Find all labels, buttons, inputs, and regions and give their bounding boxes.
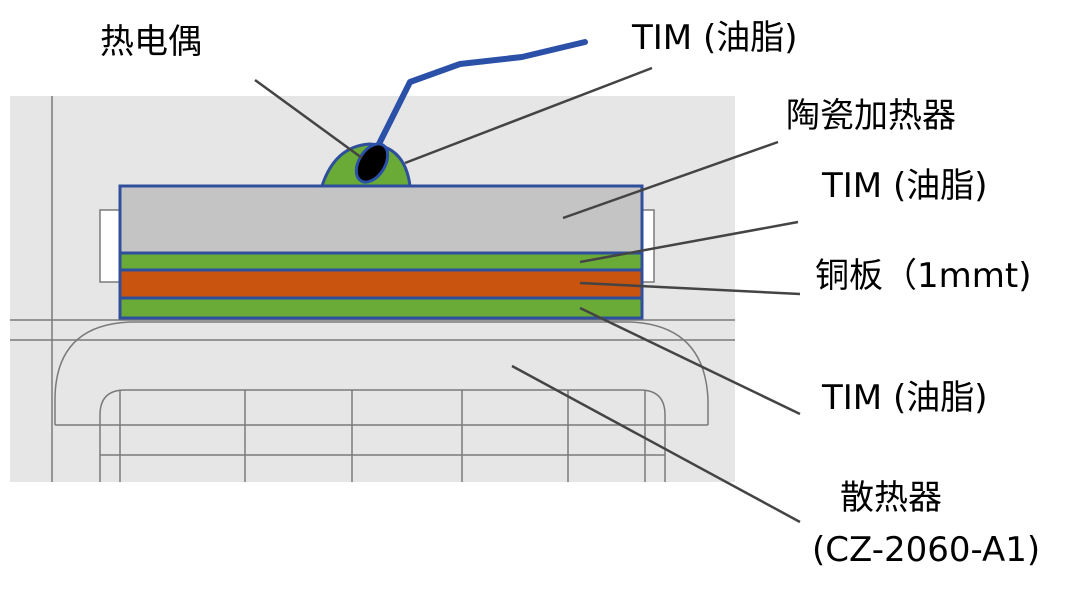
leader-tim-mid [579,220,799,264]
leader-tim-top [404,66,653,165]
label-heatsink-name: 散热器 [840,478,942,518]
label-tim-mid: TIM (油脂) [822,166,988,206]
leader-lines [254,66,801,524]
leader-thermocouple [254,78,363,160]
leader-copper [579,281,801,296]
label-tim-bottom: TIM (油脂) [822,378,988,418]
thermocouple-wire [369,39,588,161]
leader-tim-bottom [579,306,801,416]
label-ceramic-heater: 陶瓷加热器 [786,96,956,136]
heatsink [54,321,709,482]
heater-side-tab-left [99,209,121,283]
label-copper-plate: 铜板（1mmt) [815,256,1032,296]
tim-layer-mid [118,251,644,272]
ceramic-heater-layer [118,184,644,255]
label-heatsink-model: (CZ-2060-A1) [812,530,1041,570]
label-tim-top: TIM (油脂) [632,18,798,58]
background-grid-lines [10,96,735,482]
copper-plate-layer [118,268,644,300]
label-thermocouple: 热电偶 [100,22,202,62]
leader-heatsink [511,364,801,524]
leader-ceramic-heater [562,140,779,220]
tim-layer-bottom [118,296,644,320]
